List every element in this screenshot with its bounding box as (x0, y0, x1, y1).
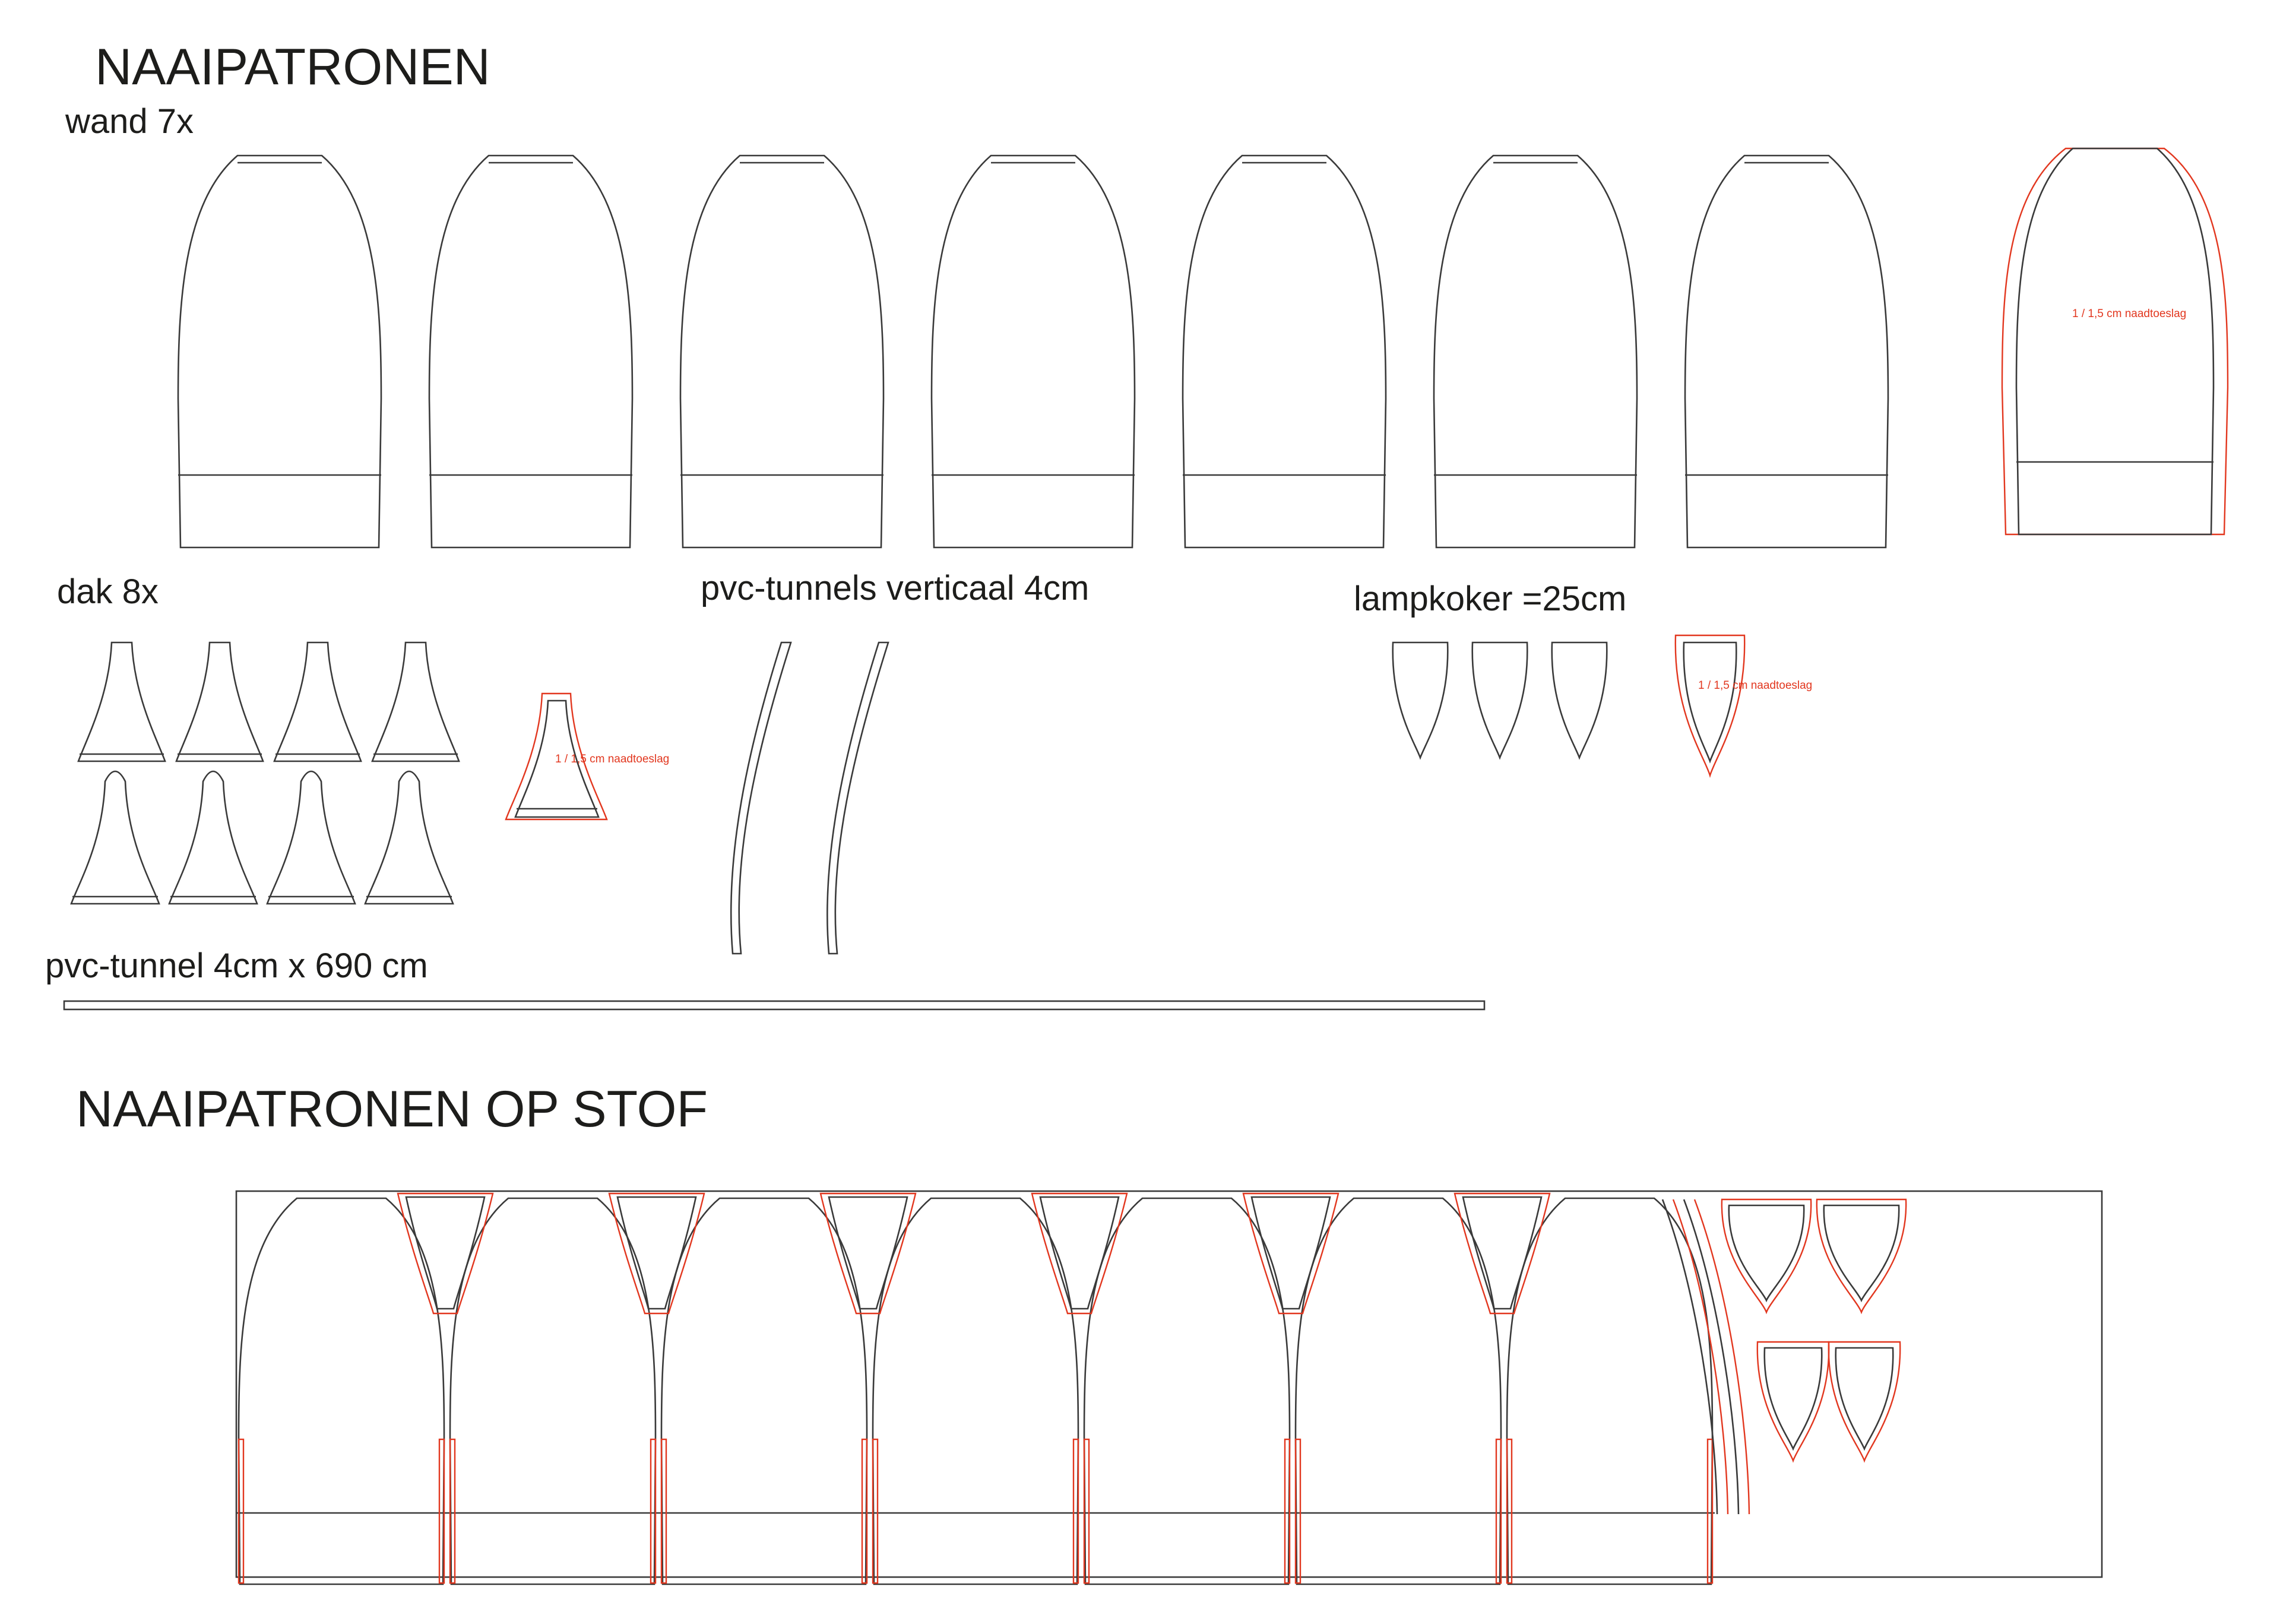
label-pvc-vertical: pvc-tunnels verticaal 4cm (701, 569, 1090, 607)
label-pvc-tunnel: pvc-tunnel 4cm x 690 cm (45, 946, 428, 985)
fabric-wall-panel (1294, 1197, 1502, 1585)
lamp-sleeve-inner (1683, 641, 1737, 764)
fabric-bolt-outline (235, 1190, 2103, 1578)
fabric-wall-seam-left (872, 1438, 879, 1584)
fabric-wall-seam-left (238, 1438, 245, 1584)
roof-panel (273, 641, 362, 762)
fabric-wall-seam-left (660, 1438, 667, 1584)
fabric-tunnel-strip (1683, 1199, 1740, 1515)
roof-panels (70, 641, 460, 905)
fabric-roof-seam (1454, 1192, 1551, 1315)
fabric-wall-panel (449, 1197, 657, 1585)
wall-panel-inner (2015, 147, 2215, 536)
seam-note-wall: 1 / 1,5 cm naadtoeslag (2072, 308, 2186, 320)
fabric-wall-seam-right (1284, 1438, 1291, 1584)
fabric-lamp-seam (1721, 1198, 1812, 1315)
roof-panel-with-seam-allowance (505, 692, 608, 821)
roof-seam-outline (505, 692, 608, 821)
fabric-wall-seam-right (861, 1438, 868, 1584)
lamp-sleeve (1392, 641, 1449, 760)
roof-panel (168, 770, 258, 905)
fabric-roof-panel (616, 1196, 697, 1310)
fabric-wall-seam-right (1706, 1438, 1714, 1584)
pvc-tunnel-strip (63, 1000, 1486, 1011)
wall-seam-outline (2001, 147, 2229, 536)
title-naaipatronen: NAAIPATRONEN (95, 39, 490, 96)
vertical-tunnel-strip (730, 641, 792, 955)
lamp-sleeve (1551, 641, 1608, 760)
label-wand: wand 7x (65, 102, 194, 141)
roof-panel (266, 770, 356, 905)
roof-panel (364, 770, 454, 905)
vertical-tunnel-strip (826, 641, 889, 955)
wall-panel (177, 154, 382, 549)
lamp-sleeve (1471, 641, 1528, 760)
wall-panel (1433, 154, 1638, 549)
seam-note-roof: 1 / 1,5 cm naadtoeslag (555, 753, 669, 765)
roof-panel (70, 770, 160, 905)
wall-panel-with-seam-allowance (2001, 147, 2229, 536)
fabric-tunnel-strip (1693, 1199, 1750, 1515)
fabric-wall-seam-left (1506, 1438, 1513, 1584)
fabric-roof-panel (1250, 1196, 1331, 1310)
seam-note-lamp: 1 / 1,5 cm naadtoeslag (1698, 679, 1812, 692)
fabric-roof-seam (608, 1192, 705, 1315)
fabric-lamp-seam (1828, 1341, 1901, 1463)
roof-panel (77, 641, 166, 762)
fabric-roof-panel (1462, 1196, 1543, 1310)
fabric-roof-seam (397, 1192, 494, 1315)
vertical-pvc-tunnels (730, 641, 889, 955)
roof-panel (175, 641, 264, 762)
fabric-roof-seam (819, 1192, 917, 1315)
title-naaipatronen-op-stof: NAAIPATRONEN OP STOF (76, 1081, 708, 1138)
roof-panel-inner (514, 699, 600, 818)
fabric-wall-seam-right (1072, 1438, 1079, 1584)
roof-panel (371, 641, 460, 762)
lamp-sleeves (1392, 641, 1608, 760)
fabric-roof-seam (1031, 1192, 1128, 1315)
fabric-wall-panel (872, 1197, 1079, 1585)
fabric-lamp-sleeve (1823, 1204, 1900, 1303)
fabric-wall-seam-right (438, 1438, 445, 1584)
fabric-tunnel-strip (1661, 1199, 1718, 1515)
fabric-tunnel-strip (1672, 1199, 1729, 1515)
fabric-wall-panel (1083, 1197, 1291, 1585)
fabric-wall-seam-right (650, 1438, 657, 1584)
fabric-lamp-sleeve (1763, 1347, 1823, 1451)
fabric-layout (235, 1190, 2103, 1585)
label-dak: dak 8x (57, 572, 159, 611)
wall-panels (177, 154, 1889, 549)
fabric-lamp-sleeve (1728, 1204, 1805, 1303)
lamp-sleeve-with-seam-allowance (1674, 634, 1746, 778)
fabric-wall-seam-left (1294, 1438, 1302, 1584)
wall-panel (1182, 154, 1387, 549)
fabric-wall-seam-left (449, 1438, 456, 1584)
fabric-wall-panel (1506, 1197, 1714, 1585)
wall-panel (930, 154, 1136, 549)
fabric-roof-panel (828, 1196, 908, 1310)
fabric-lamp-seam (1816, 1198, 1907, 1315)
wall-panel (428, 154, 634, 549)
fabric-lamp-sleeve (1835, 1347, 1894, 1451)
fabric-wall-panel (238, 1197, 445, 1585)
fabric-wall-panel (660, 1197, 868, 1585)
fabric-lamp-seam (1756, 1341, 1830, 1463)
lamp-seam-outline (1674, 634, 1746, 778)
wall-panel (679, 154, 885, 549)
fabric-roof-panel (405, 1196, 486, 1310)
fabric-roof-seam (1242, 1192, 1340, 1315)
fabric-wall-seam-left (1083, 1438, 1090, 1584)
fabric-roof-panel (1039, 1196, 1120, 1310)
fabric-wall-seam-right (1495, 1438, 1502, 1584)
label-lampkoker: lampkoker =25cm (1354, 580, 1627, 618)
wall-panel (1684, 154, 1889, 549)
